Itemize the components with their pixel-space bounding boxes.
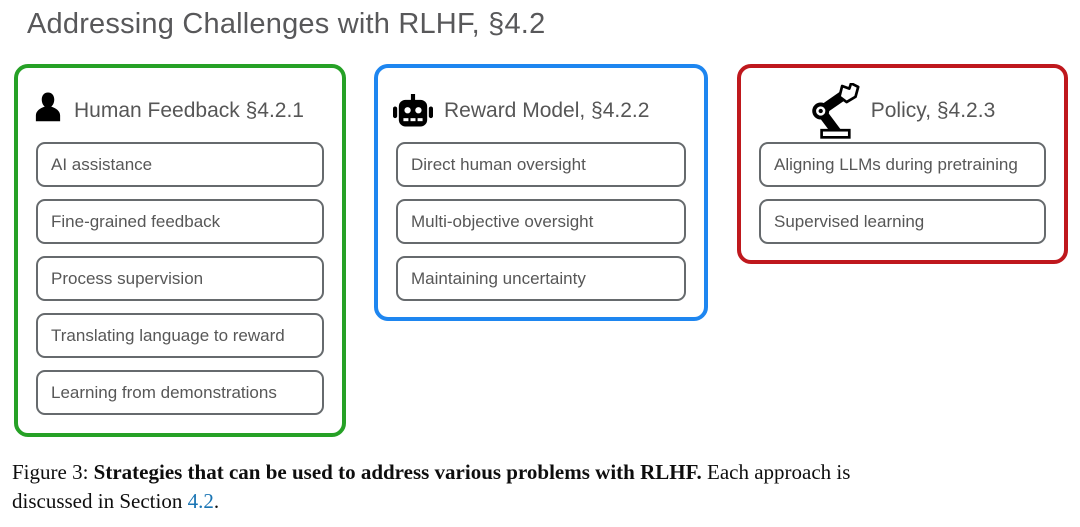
strategy-item: Fine-grained feedback — [36, 199, 324, 244]
reward-model-header: Reward Model, §4.2.2 — [378, 80, 704, 142]
strategy-item: Direct human oversight — [396, 142, 686, 187]
caption-text: discussed in Section — [12, 489, 188, 513]
robot-arm-icon — [811, 83, 860, 139]
caption-text: . — [213, 489, 220, 513]
section-reference-link[interactable]: 4.2 — [187, 489, 214, 513]
caption-figure-label: Figure 3: — [12, 460, 94, 484]
robot-icon — [393, 93, 433, 126]
strategy-item: Multi-objective oversight — [396, 199, 686, 244]
caption-text: Each approach is — [701, 460, 851, 484]
strategy-item: Learning from demonstrations — [36, 370, 324, 415]
policy-box: Policy, §4.2.3 Aligning LLMs during pret… — [737, 64, 1068, 264]
reward-model-items: Direct human oversight Multi-objective o… — [396, 142, 686, 301]
figure-diagram-title: Addressing Challenges with RLHF, §4.2 — [27, 8, 546, 40]
human-feedback-items: AI assistance Fine-grained feedback Proc… — [36, 142, 324, 415]
strategy-item: Maintaining uncertainty — [396, 256, 686, 301]
human-feedback-header: Human Feedback §4.2.1 — [18, 80, 342, 142]
figure-caption: Figure 3: Strategies that can be used to… — [12, 458, 1072, 516]
policy-header: Policy, §4.2.3 — [741, 80, 1064, 142]
reward-model-box: Reward Model, §4.2.2 Direct human oversi… — [374, 64, 708, 321]
strategy-item: Translating language to reward — [36, 313, 324, 358]
strategy-item: AI assistance — [36, 142, 324, 187]
strategy-item: Supervised learning — [759, 199, 1046, 244]
strategy-item: Process supervision — [36, 256, 324, 301]
policy-heading: Policy, §4.2.3 — [870, 99, 996, 122]
policy-items: Aligning LLMs during pretraining Supervi… — [759, 142, 1046, 244]
person-icon — [35, 92, 61, 122]
human-feedback-heading: Human Feedback §4.2.1 — [74, 99, 304, 122]
strategy-item: Aligning LLMs during pretraining — [759, 142, 1046, 187]
reward-model-heading: Reward Model, §4.2.2 — [444, 99, 650, 122]
caption-bold-text: Strategies that can be used to address v… — [93, 460, 702, 484]
human-feedback-box: Human Feedback §4.2.1 AI assistance Fine… — [14, 64, 346, 437]
